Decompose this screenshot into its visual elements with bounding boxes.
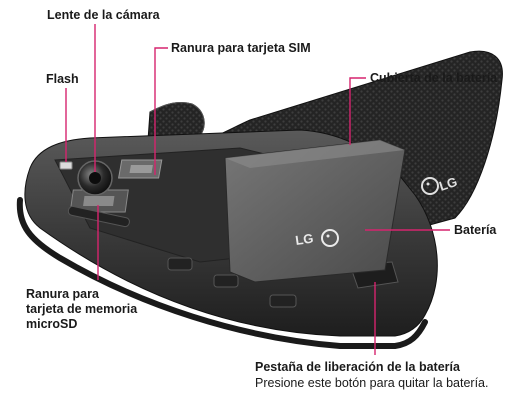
- label-microsd-line1: Ranura para: [26, 287, 99, 301]
- battery-lg-logo: LG: [294, 229, 339, 248]
- label-release-tab-description: Presione este botón para quitar la bater…: [255, 376, 489, 390]
- battery-logo-text: LG: [294, 231, 314, 248]
- label-microsd-line3: microSD: [26, 317, 78, 331]
- battery-graphic: LG: [224, 139, 406, 283]
- label-camera-lens: Lente de la cámara: [47, 8, 160, 22]
- label-sim-slot: Ranura para tarjeta SIM: [171, 41, 311, 55]
- cover-lg-logo: LG: [421, 174, 459, 195]
- label-microsd-line2: tarjeta de memoria: [26, 302, 138, 316]
- leader-lines: [65, 24, 450, 355]
- label-battery: Batería: [454, 223, 497, 237]
- label-release-tab: Pestaña de liberación de la batería: [255, 360, 460, 374]
- label-flash: Flash: [46, 72, 79, 86]
- cover-logo-text: LG: [437, 174, 459, 194]
- leader-battery-cover: [349, 77, 366, 145]
- flash-graphic: [59, 161, 73, 170]
- leader-sim-slot: [154, 47, 168, 175]
- label-battery-cover: Cubierta de la batería: [370, 71, 498, 85]
